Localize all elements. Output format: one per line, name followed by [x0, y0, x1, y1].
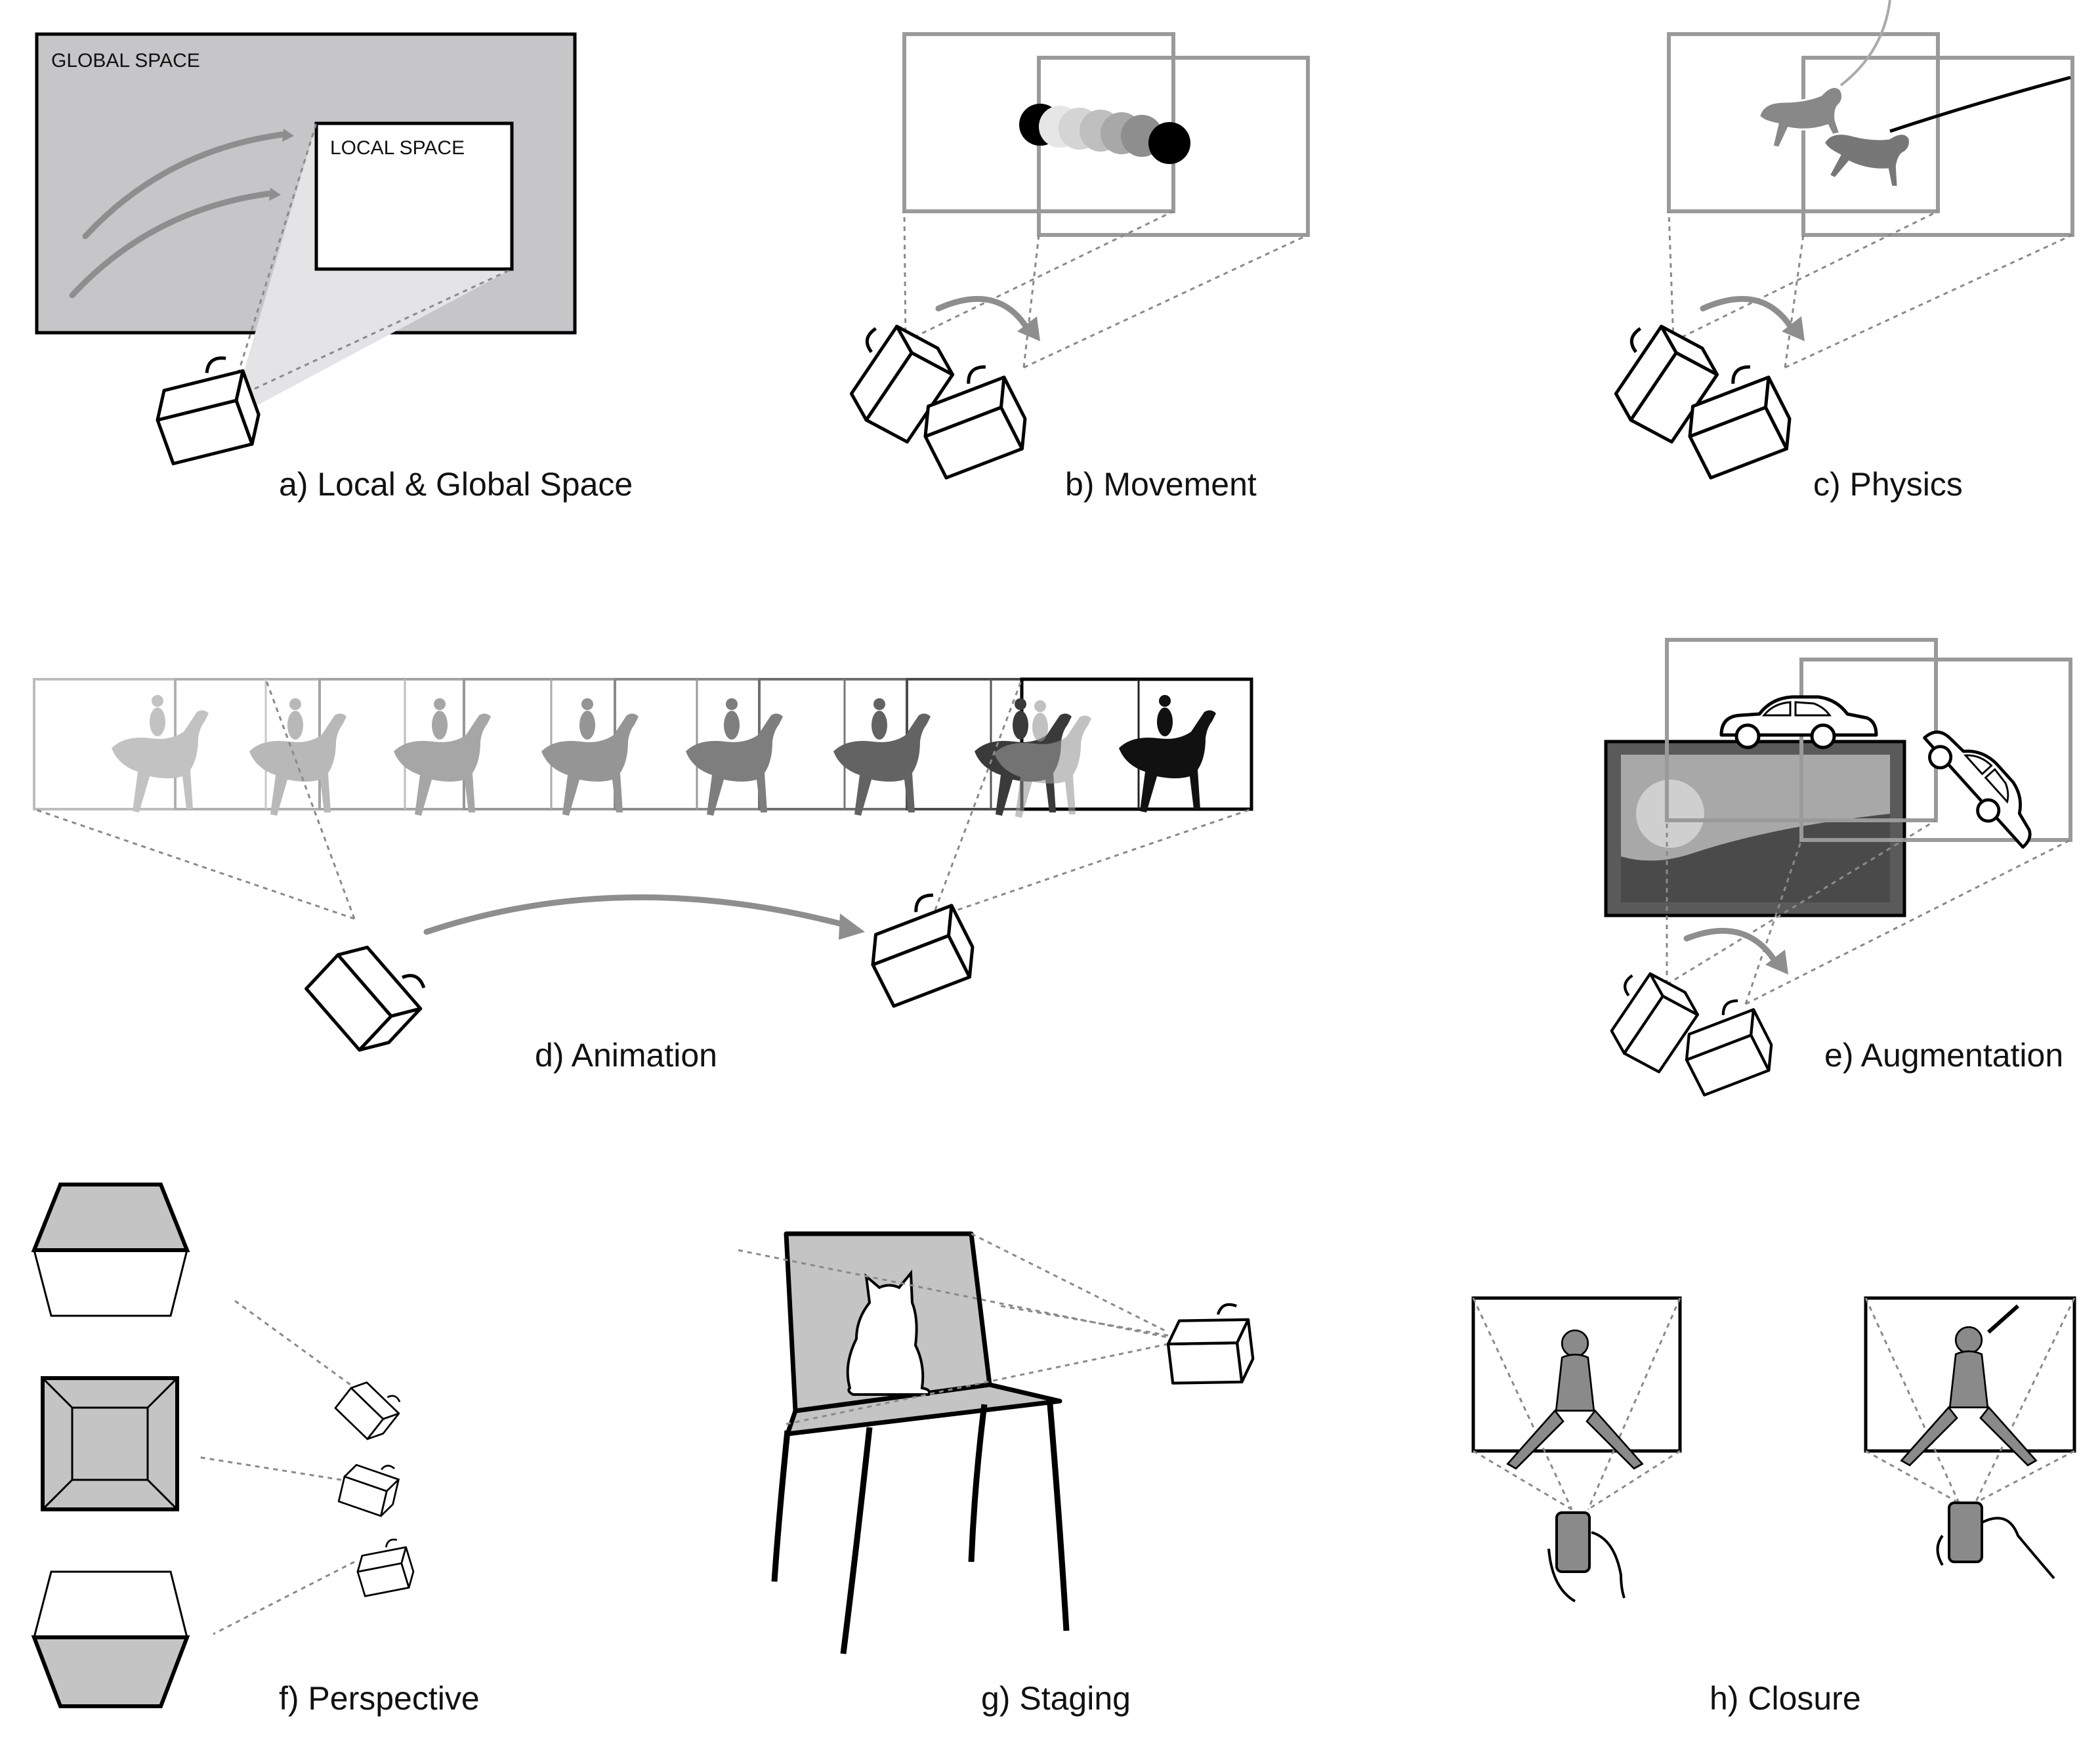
phone-icon [1948, 1502, 1983, 1563]
ball-trail [1019, 104, 1190, 164]
chair-icon [771, 1231, 1070, 1654]
global-space-label: GLOBAL SPACE [51, 50, 200, 72]
panel-h-closure: h) Closure [1471, 1296, 2076, 1717]
panel-c-physics: c) Physics [1603, 0, 2074, 503]
movement-arrow [69, 190, 272, 299]
panel-g-staging: g) Staging [738, 1231, 1263, 1717]
caption-e: e) Augmentation [1824, 1037, 2063, 1074]
movement-arrow [82, 131, 285, 240]
projector-icon [329, 1372, 407, 1448]
projector-icon [1157, 1301, 1263, 1400]
hand-icon [1547, 1531, 1626, 1603]
projector-icon [337, 1460, 401, 1519]
caption-g: g) Staging [981, 1680, 1131, 1717]
caption-c: c) Physics [1813, 466, 1963, 503]
panel-d-animation: d) Animation [33, 677, 1253, 1074]
local-space-rect [314, 121, 514, 271]
ball-icon [1148, 122, 1190, 164]
tv-screen [1604, 740, 1906, 917]
car-icon [1721, 697, 1876, 747]
caption-f: f) Perspective [279, 1680, 480, 1717]
frame-pitcher [1471, 1296, 1682, 1453]
box-icon [31, 1570, 190, 1708]
box-icon [31, 1183, 190, 1317]
phone-icon [1555, 1511, 1591, 1573]
panel-a-local-global-space: GLOBAL SPACE LOCAL SPACE a) Local & Glob… [35, 32, 633, 503]
panel-e-augmentation: e) Augmentation [1601, 638, 2072, 1109]
frame-after [1799, 658, 2072, 842]
projector-icon [347, 1534, 423, 1607]
panel-f-perspective: f) Perspective [31, 1183, 480, 1717]
caption-b: b) Movement [1065, 466, 1257, 503]
caption-h: h) Closure [1710, 1680, 1861, 1717]
caption-d: d) Animation [535, 1037, 717, 1074]
projector-icon [295, 929, 434, 1065]
caption-a: a) Local & Global Space [279, 466, 633, 503]
box-icon [41, 1376, 179, 1511]
frame-after [1037, 56, 1310, 237]
projection-beam [230, 123, 512, 420]
cat-icon [846, 1269, 931, 1396]
frame-after [1801, 56, 2074, 237]
panel-b-movement: b) Movement [839, 32, 1310, 503]
local-space-label: LOCAL SPACE [330, 137, 465, 159]
projector-icon [852, 887, 991, 1022]
hand-icon [1936, 1517, 2055, 1580]
